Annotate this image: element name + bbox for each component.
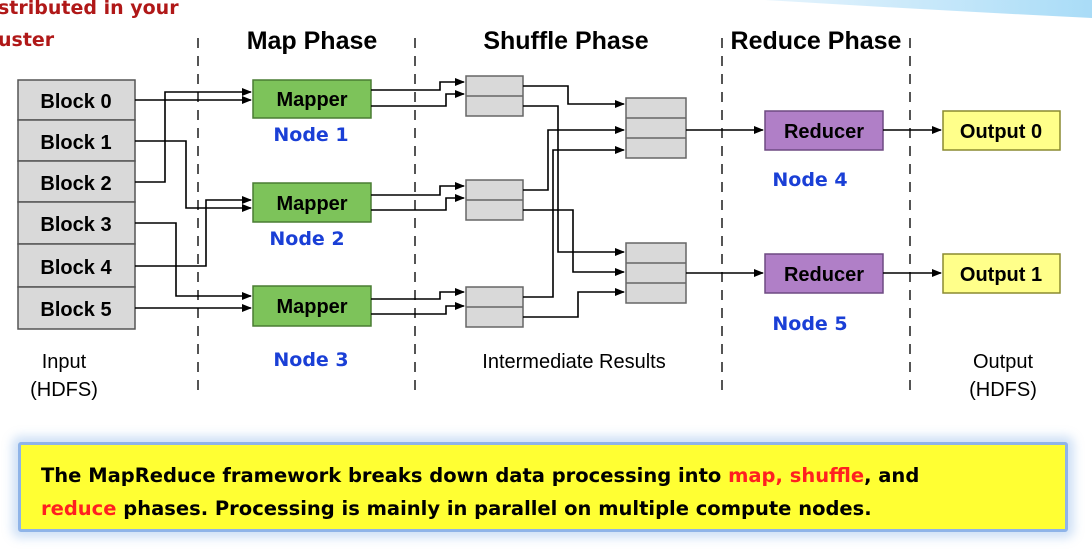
arrow-mapper2-buffer-top xyxy=(371,182,465,196)
shuffle-map1-r1 xyxy=(523,85,625,108)
reducer-2 xyxy=(764,253,884,294)
block-2 xyxy=(17,160,136,203)
note-text-part2: , and xyxy=(864,464,920,487)
mapper-1-label: Mapper xyxy=(276,89,347,111)
note-highlight-map-shuffle: map, shuffle xyxy=(728,464,865,487)
block-0 xyxy=(17,79,136,121)
block-2-label: Block 2 xyxy=(40,173,111,195)
shuffle-map3-r2 xyxy=(523,288,625,318)
arrow-mapper3-buffer-bottom xyxy=(371,302,465,315)
block-0-label: Block 0 xyxy=(40,91,111,113)
outputs: Output 0 Output 1 xyxy=(942,110,1061,294)
phase-header-shuffle: Shuffle Phase xyxy=(483,27,648,55)
phase-header-map: Map Phase xyxy=(247,27,378,55)
shuffle-map2-r1 xyxy=(523,126,625,191)
arrow-block4-mapper2 xyxy=(135,196,252,267)
node-5-label: Node 5 xyxy=(772,313,847,335)
mapper-2 xyxy=(252,182,372,223)
reducer-1-label: Reducer xyxy=(784,121,864,143)
title-fragment-line1: stributed in your xyxy=(0,0,179,19)
note-text-part1: The MapReduce framework breaks down data… xyxy=(41,464,729,487)
block-1 xyxy=(17,119,136,162)
input-blocks: Block 0 Block 1 Block 2 Block 3 Block 4 … xyxy=(17,79,136,330)
input-label-line2: (HDFS) xyxy=(30,379,98,401)
output-1-label: Output 1 xyxy=(960,264,1042,286)
node-1-label: Node 1 xyxy=(273,124,348,146)
note-highlight-reduce: reduce xyxy=(41,497,117,520)
reducers: Reducer Reducer xyxy=(764,110,884,294)
shuffle-map1-r2 xyxy=(523,105,625,256)
arrow-mapper1-buffer-top xyxy=(371,78,465,91)
reducer-2-label: Reducer xyxy=(784,264,864,286)
summary-note: The MapReduce framework breaks down data… xyxy=(18,442,1068,532)
arrow-block3-mapper3 xyxy=(135,222,252,300)
block-5-label: Block 5 xyxy=(40,299,111,321)
decorative-banner xyxy=(765,0,1092,18)
intermediate-buffers-map xyxy=(465,75,524,328)
block-5 xyxy=(17,286,136,330)
output-label-line1: Output xyxy=(973,351,1033,373)
block-3-label: Block 3 xyxy=(40,214,111,236)
node-4-label: Node 4 xyxy=(772,169,847,191)
shuffle-map2-r2 xyxy=(523,209,625,276)
mapper-3 xyxy=(252,285,372,327)
shuffle-map3-r1 xyxy=(523,146,625,298)
input-label-line1: Input xyxy=(42,351,87,373)
arrow-mapper1-buffer-bottom xyxy=(371,90,465,107)
block-1-label: Block 1 xyxy=(40,132,111,154)
arrow-mapper3-buffer-top xyxy=(371,288,465,300)
phase-dividers xyxy=(197,38,911,395)
node-2-label: Node 2 xyxy=(269,228,344,250)
mapper-3-label: Mapper xyxy=(276,296,347,318)
block-4-label: Block 4 xyxy=(40,257,112,279)
reducer-1 xyxy=(764,110,884,151)
phase-header-reduce: Reduce Phase xyxy=(731,27,902,55)
intermediate-results-label: Intermediate Results xyxy=(482,351,665,373)
note-text-part3: phases. Processing is mainly in parallel… xyxy=(116,497,872,520)
output-0 xyxy=(942,110,1061,151)
mapper-1 xyxy=(252,79,372,119)
arrow-mapper2-buffer-bottom xyxy=(371,194,465,211)
node-labels: Node 1 Node 2 Node 3 Node 4 Node 5 xyxy=(269,124,847,371)
output-1 xyxy=(942,253,1061,294)
reduce1-buffer xyxy=(625,97,687,159)
arrow-block1-mapper2 xyxy=(135,140,252,212)
title-fragment-line2: uster xyxy=(0,29,55,51)
node-3-label: Node 3 xyxy=(273,349,348,371)
output-label-line2: (HDFS) xyxy=(969,379,1037,401)
output-0-label: Output 0 xyxy=(960,121,1042,143)
mappers: Mapper Mapper Mapper xyxy=(252,79,372,327)
mapper-2-label: Mapper xyxy=(276,193,347,215)
intermediate-buffers-reduce xyxy=(625,97,687,304)
flow-arrows xyxy=(135,78,942,318)
arrow-block2-mapper1 xyxy=(135,88,252,183)
reduce2-buffer xyxy=(625,242,687,304)
